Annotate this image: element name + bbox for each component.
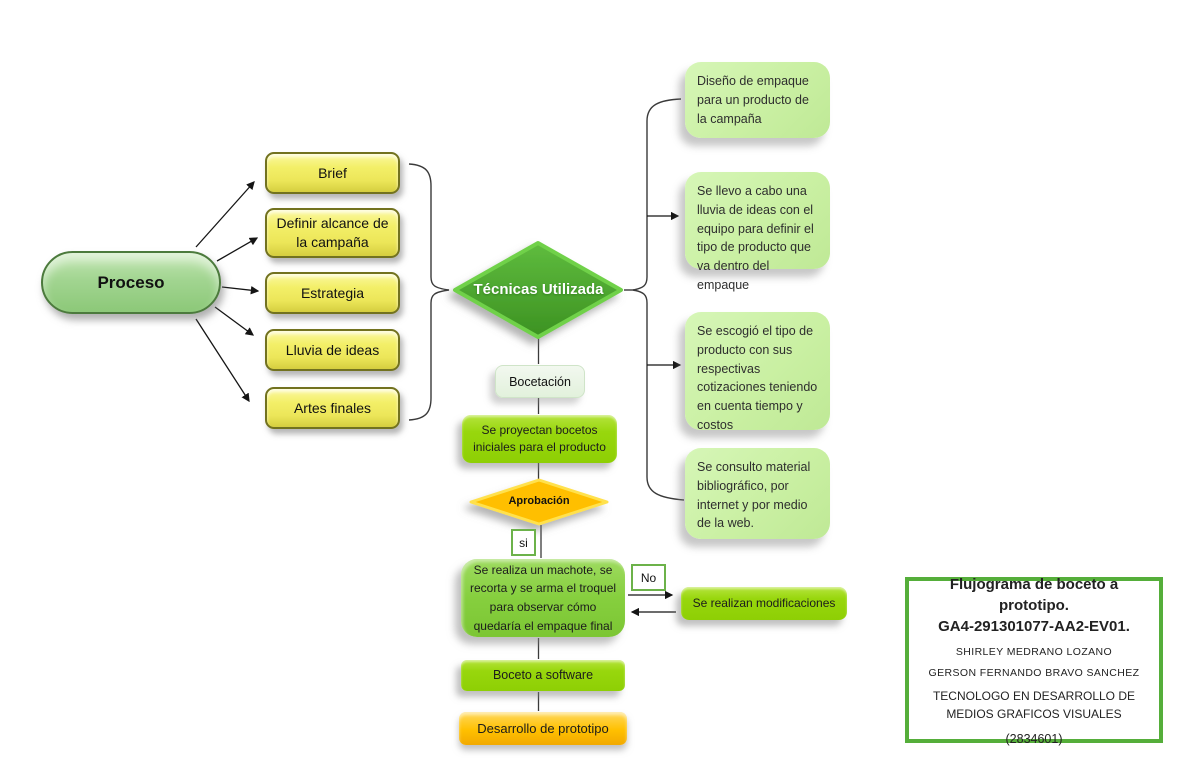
input-label: Lluvia de ideas	[285, 341, 380, 358]
branch-label-si: si	[511, 529, 536, 556]
decision-aprobacion-text: Aprobación	[508, 495, 570, 508]
step-label: Se realizan modificaciones	[692, 595, 836, 610]
decision-tecnicas-text: Técnicas Utilizada	[473, 281, 604, 299]
input-box-alcance: Definir alcance de la campaña	[265, 208, 400, 258]
caption-program: TECNOLOGO EN DESARROLLO DE MEDIOS GRAFIC…	[932, 689, 1136, 721]
decision-aprobacion-diamond	[469, 478, 609, 526]
caption-author-1: SHIRLEY MEDRANO LOZANO	[955, 646, 1113, 659]
process-arrows	[195, 181, 260, 403]
end-label: Desarrollo de prototipo	[477, 721, 609, 736]
left-brace	[408, 163, 450, 421]
caption-title: Flujograma de boceto a prototipo. GA4-29…	[921, 574, 1147, 637]
decision-tecnicas-label: Técnicas Utilizada	[468, 258, 609, 322]
input-label: Artes finales	[293, 399, 372, 416]
note-arrows	[647, 211, 682, 370]
branch-label-no: No	[631, 564, 666, 591]
input-box-estrategia: Estrategia	[265, 272, 400, 314]
input-label: Definir alcance de la campaña	[276, 215, 389, 250]
feedback-arrows	[628, 590, 676, 617]
note-text: Diseño de empaque para un producto de la…	[697, 74, 809, 126]
no-text: No	[640, 570, 657, 585]
note-text: Se consulto material bibliográfico, por …	[697, 460, 811, 531]
spine-lines	[537, 338, 542, 711]
stage-box-bocetacion: Bocetación	[495, 365, 585, 398]
step-box-software: Boceto a software	[461, 660, 625, 691]
stage-label: Bocetación	[509, 374, 571, 389]
yes-text: si	[519, 535, 528, 550]
input-label: Brief	[318, 164, 347, 181]
note-text: Se llevo a cabo una lluvia de ideas con …	[697, 184, 814, 292]
step-box-machote: Se realiza un machote, se recorta y se a…	[461, 559, 625, 637]
note-text: Se escogió el tipo de producto con sus r…	[697, 324, 818, 432]
input-box-lluvia: Lluvia de ideas	[265, 329, 400, 371]
step-label: Se proyectan bocetos iniciales para el p…	[473, 422, 606, 454]
input-label: Estrategia	[300, 284, 365, 301]
step-label: Boceto a software	[492, 668, 594, 683]
caption-title-line1: Flujograma de boceto a prototipo.	[949, 576, 1119, 615]
decision-tecnicas-diamond	[453, 241, 623, 339]
step-label: Se realiza un machote, se recorta y se a…	[469, 562, 617, 633]
caption-title-line2: GA4-291301077-AA2-EV01.	[938, 618, 1130, 636]
note-box-cotizaciones: Se escogió el tipo de producto con sus r…	[685, 312, 830, 432]
right-brace	[632, 98, 685, 501]
step-box-modificaciones: Se realizan modificaciones	[681, 587, 847, 620]
step-box-bocetos: Se proyectan bocetos iniciales para el p…	[462, 415, 617, 463]
start-node-label: Proceso	[97, 272, 165, 292]
start-node-proceso: Proceso	[41, 251, 221, 314]
input-box-artes: Artes finales	[265, 387, 400, 429]
caption-author-2: GERSON FERNANDO BRAVO SANCHEZ	[928, 667, 1140, 680]
note-box-empaque: Diseño de empaque para un producto de la…	[685, 62, 830, 138]
note-box-lluvia-equipo: Se llevo a cabo una lluvia de ideas con …	[685, 172, 830, 292]
note-box-material: Se consulto material bibliográfico, por …	[685, 448, 830, 539]
caption-box: Flujograma de boceto a prototipo. GA4-29…	[905, 574, 1163, 746]
decision-aprobacion-label: Aprobación	[471, 493, 607, 511]
end-box-prototipo: Desarrollo de prototipo	[459, 712, 627, 745]
input-box-brief: Brief	[265, 152, 400, 194]
caption-group-code: (2834601)	[1005, 731, 1063, 746]
